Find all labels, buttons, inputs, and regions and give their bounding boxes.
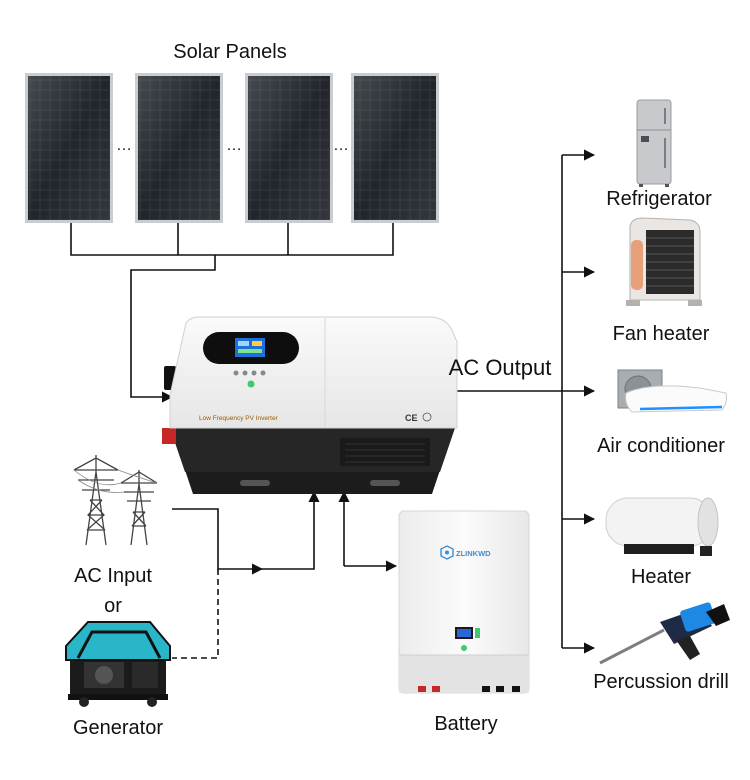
water-heater-icon (605, 497, 719, 556)
percussion-drill-icon (599, 602, 730, 665)
solar-panel (351, 73, 439, 223)
inverter-button (260, 370, 266, 376)
solar-panel (245, 73, 333, 223)
refrigerator-icon (636, 99, 672, 187)
pv-input-wire (130, 255, 216, 403)
panel-gap-marker: … (226, 137, 242, 154)
ce-mark: CE (405, 413, 418, 423)
inverter: Low Frequency PV Inverter CE (162, 316, 458, 494)
ac-input-wire (172, 508, 264, 575)
ac-input-label: AC Input (74, 565, 152, 587)
inverter-button (251, 370, 257, 376)
wiring (70, 149, 596, 659)
battery-terminal-neg (482, 686, 490, 692)
load-label-air-conditioner: Air conditioner (597, 435, 725, 457)
inverter-base (185, 470, 440, 494)
ac-output-label: AC Output (449, 355, 552, 380)
solar-panels-label: Solar Panels (173, 41, 286, 63)
load-label-fan-heater: Fan heater (613, 323, 710, 345)
panel-gap-marker: … (333, 137, 349, 154)
solar-panel (135, 73, 223, 223)
terminal-red (162, 428, 176, 444)
battery-terminal-neg (512, 686, 520, 692)
generator-label: Generator (73, 717, 163, 739)
load-label-refrigerator: Refrigerator (606, 188, 712, 210)
battery-label: Battery (434, 713, 497, 735)
power-tower-icon (73, 455, 158, 546)
generator-wire (172, 569, 219, 659)
battery-logo-icon (440, 545, 454, 560)
inverter-button (242, 370, 248, 376)
cert-mark-icon (422, 412, 432, 422)
air-conditioner-icon (617, 369, 727, 413)
inverter-button (233, 370, 239, 376)
battery-terminal-pos (418, 686, 426, 692)
or-label: or (104, 595, 122, 617)
fan-heater-icon (626, 217, 702, 306)
battery-terminal-neg (496, 686, 504, 692)
generator-icon (65, 621, 171, 707)
battery-unit: ZLINKWD (398, 510, 530, 694)
battery-terminal-pos (432, 686, 440, 692)
load-label-percussion-drill: Percussion drill (593, 671, 729, 693)
battery-brand: ZLINKWD (456, 549, 491, 558)
inverter-status-led (247, 380, 255, 388)
panel-bus-wire (70, 223, 394, 256)
ac-input-wire-up (262, 490, 320, 570)
inverter-model-label: Low Frequency PV Inverter (199, 415, 279, 422)
solar-panel (25, 73, 113, 223)
load-label-heater: Heater (631, 566, 691, 588)
battery-status-led (475, 628, 480, 638)
solar-panel-array: … … … (25, 73, 439, 223)
panel-gap-marker: … (116, 137, 132, 154)
battery-power-button (461, 645, 467, 651)
